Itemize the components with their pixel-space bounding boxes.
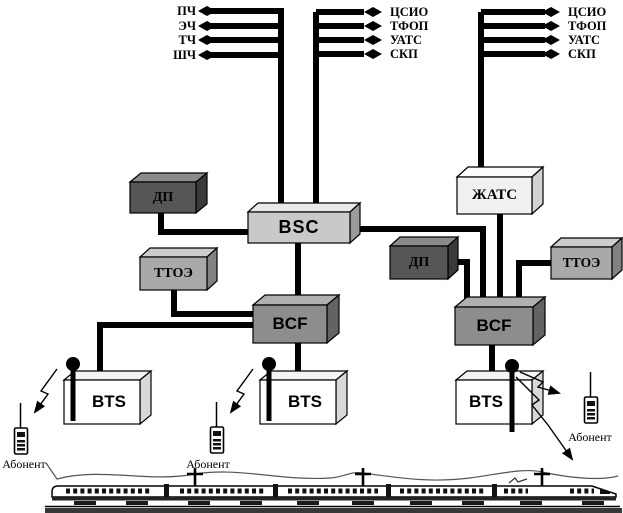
node-bcf-left-box bbox=[251, 293, 341, 345]
node-bts-right-box bbox=[454, 369, 545, 426]
node-bts-mid-box bbox=[258, 369, 349, 426]
zhats-top-face bbox=[455, 166, 545, 178]
antenna-ball-icon bbox=[262, 357, 276, 371]
bts-mid-side-face bbox=[335, 369, 348, 426]
network-mid-branch-lines bbox=[316, 9, 364, 57]
bcf-right-top-face bbox=[453, 296, 547, 308]
catenary-wire bbox=[45, 462, 619, 481]
dp-right-top-face bbox=[388, 236, 460, 247]
car-coupling bbox=[492, 484, 497, 497]
node-bts-left-box bbox=[62, 369, 153, 426]
diamond-arrow-icon bbox=[542, 21, 560, 31]
phone-icon bbox=[209, 401, 225, 454]
bts-left-top-face bbox=[62, 370, 153, 381]
bts-right-top-face bbox=[454, 370, 545, 381]
antenna-ball-icon bbox=[66, 357, 80, 371]
train-underframe bbox=[52, 497, 616, 501]
antenna-bts-right bbox=[505, 359, 519, 432]
antenna-bts-left bbox=[66, 357, 80, 421]
pantograph-icon bbox=[187, 468, 550, 486]
bts-mid-front-face bbox=[259, 379, 337, 425]
ttoe-right-top-face bbox=[549, 237, 623, 248]
bcf-right-front-face bbox=[454, 306, 534, 346]
diamond-arrow-icon bbox=[198, 35, 216, 45]
diamond-arrow-icon bbox=[198, 50, 216, 60]
node-ttoe-right-box bbox=[549, 236, 623, 281]
link-ttoe-left-bcf-left bbox=[171, 290, 256, 317]
ttoe-right-front-face bbox=[550, 246, 613, 280]
radio-links bbox=[33, 368, 574, 461]
diamond-arrow-icon bbox=[198, 6, 216, 16]
trunk-railway-group bbox=[198, 6, 284, 214]
link-dp-left-bsc bbox=[158, 213, 250, 235]
link-bsc-bcf-right bbox=[356, 226, 486, 309]
antenna-ball-icon bbox=[505, 359, 519, 373]
diamond-arrow-icon bbox=[364, 7, 382, 17]
ttoe-left-top-face bbox=[138, 247, 219, 258]
zhats-front-face bbox=[456, 176, 533, 215]
diamond-arrow-icon bbox=[198, 21, 216, 31]
train-illustration bbox=[45, 462, 622, 513]
radio-link-right-icon bbox=[519, 371, 562, 395]
bts-mid-top-face bbox=[258, 370, 349, 381]
link-ttoe-right-bcf-right bbox=[516, 260, 551, 309]
link-bcf-left-bts-left bbox=[97, 322, 256, 382]
train-bogies bbox=[74, 501, 604, 505]
car-coupling bbox=[273, 484, 278, 497]
dp-right-front-face bbox=[389, 245, 449, 280]
node-dp-right-box bbox=[388, 235, 460, 281]
bts-right-front-face bbox=[455, 379, 533, 425]
antenna-bts-mid bbox=[262, 357, 276, 421]
node-bcf-right-box bbox=[453, 295, 547, 347]
bsc-top-face bbox=[246, 202, 362, 213]
car-coupling bbox=[164, 484, 169, 497]
diamond-arrow-icon bbox=[542, 49, 560, 59]
phone-icon bbox=[13, 402, 29, 455]
track-bed bbox=[45, 508, 622, 513]
network-right-branch-lines bbox=[481, 9, 545, 57]
bts-left-side-face bbox=[139, 369, 152, 426]
node-dp-left-box bbox=[128, 171, 209, 215]
node-ttoe-left-box bbox=[138, 246, 219, 292]
radio-link-train-icon bbox=[515, 376, 574, 461]
node-bsc-box bbox=[246, 201, 362, 245]
car-coupling bbox=[386, 484, 391, 497]
diamond-arrow-icon bbox=[542, 35, 560, 45]
dp-left-top-face bbox=[128, 172, 209, 183]
dp-left-front-face bbox=[129, 181, 197, 214]
diamond-arrow-icon bbox=[364, 21, 382, 31]
bcf-left-top-face bbox=[251, 294, 341, 306]
radio-link-left-icon bbox=[33, 368, 58, 414]
trunk-network-mid-group bbox=[313, 7, 382, 214]
phone-icon bbox=[583, 371, 599, 424]
ttoe-left-front-face bbox=[139, 256, 208, 291]
railway-branch-lines bbox=[210, 8, 284, 58]
bcf-left-front-face bbox=[252, 304, 328, 344]
driver-window bbox=[600, 488, 610, 494]
trunk-network-right-group bbox=[478, 7, 560, 179]
bts-left-front-face bbox=[63, 379, 141, 425]
radio-link-mid-icon bbox=[229, 368, 254, 414]
diamond-arrow-icon bbox=[542, 7, 560, 17]
folded-pantograph-icon bbox=[508, 477, 528, 484]
diamond-arrow-icon bbox=[364, 49, 382, 59]
bsc-front-face bbox=[247, 211, 351, 244]
node-zhats-box bbox=[455, 165, 545, 216]
diamond-arrow-icon bbox=[364, 35, 382, 45]
